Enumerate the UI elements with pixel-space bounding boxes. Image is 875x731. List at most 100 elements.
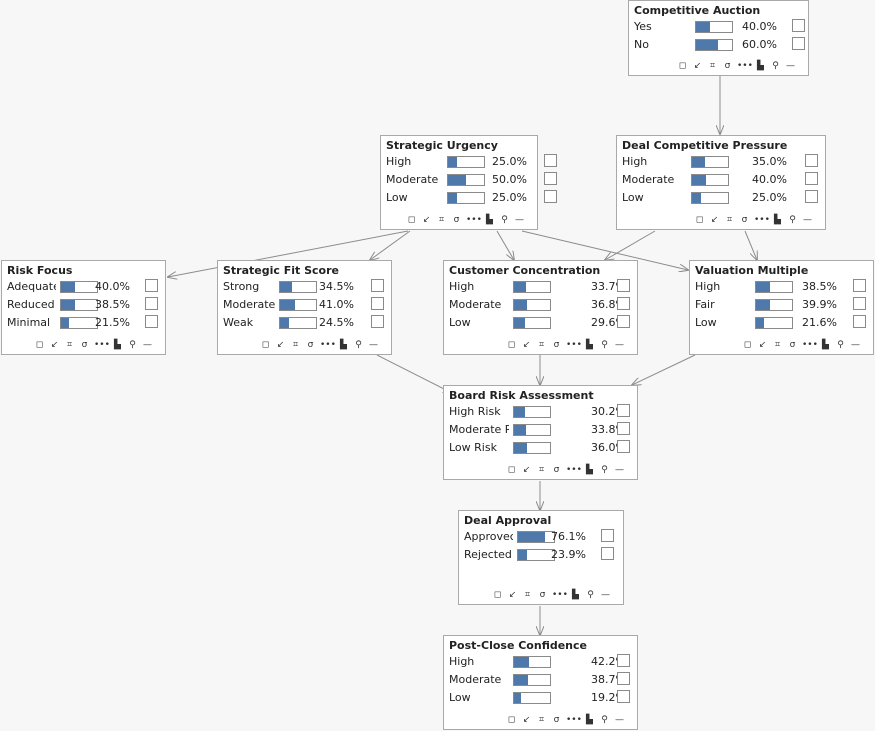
square-icon[interactable]: ◻ xyxy=(35,340,44,350)
evidence-checkbox[interactable] xyxy=(145,315,158,328)
minimize-icon[interactable]: — xyxy=(515,215,524,225)
evidence-checkbox[interactable] xyxy=(853,297,866,310)
square-icon[interactable]: ◻ xyxy=(743,340,752,350)
evidence-checkbox[interactable] xyxy=(617,422,630,435)
more-icon[interactable]: ••• xyxy=(566,465,582,475)
arrow-icon[interactable]: ↙ xyxy=(522,340,531,350)
hash-icon[interactable]: ⌗ xyxy=(292,340,299,350)
evidence-checkbox[interactable] xyxy=(617,279,630,292)
evidence-checkbox[interactable] xyxy=(805,190,818,203)
more-icon[interactable]: ••• xyxy=(94,340,110,350)
square-icon[interactable]: ◻ xyxy=(507,340,516,350)
square-icon[interactable]: ◻ xyxy=(695,215,704,225)
evidence-checkbox[interactable] xyxy=(371,279,384,292)
square-icon[interactable]: ◻ xyxy=(493,590,502,600)
more-icon[interactable]: ••• xyxy=(566,340,582,350)
histogram-icon[interactable]: ▙ xyxy=(822,340,829,350)
evidence-checkbox[interactable] xyxy=(617,654,630,667)
search-icon[interactable]: ⚲ xyxy=(601,465,608,475)
evidence-checkbox[interactable] xyxy=(805,172,818,185)
evidence-checkbox[interactable] xyxy=(601,547,614,560)
histogram-icon[interactable]: ▙ xyxy=(114,340,121,350)
search-icon[interactable]: ⚲ xyxy=(129,340,136,350)
histogram-icon[interactable]: ▙ xyxy=(572,590,579,600)
sigma-icon[interactable]: σ xyxy=(724,61,731,71)
arrow-icon[interactable]: ↙ xyxy=(50,340,59,350)
more-icon[interactable]: ••• xyxy=(466,215,482,225)
evidence-checkbox[interactable] xyxy=(617,440,630,453)
arrow-icon[interactable]: ↙ xyxy=(758,340,767,350)
evidence-checkbox[interactable] xyxy=(145,279,158,292)
histogram-icon[interactable]: ▙ xyxy=(486,215,493,225)
search-icon[interactable]: ⚲ xyxy=(789,215,796,225)
hash-icon[interactable]: ⌗ xyxy=(524,590,531,600)
evidence-checkbox[interactable] xyxy=(371,297,384,310)
hash-icon[interactable]: ⌗ xyxy=(538,715,545,725)
sigma-icon[interactable]: σ xyxy=(453,215,460,225)
sigma-icon[interactable]: σ xyxy=(553,465,560,475)
search-icon[interactable]: ⚲ xyxy=(501,215,508,225)
arrow-icon[interactable]: ↙ xyxy=(508,590,517,600)
hash-icon[interactable]: ⌗ xyxy=(774,340,781,350)
evidence-checkbox[interactable] xyxy=(544,172,557,185)
minimize-icon[interactable]: — xyxy=(615,715,624,725)
evidence-checkbox[interactable] xyxy=(601,529,614,542)
square-icon[interactable]: ◻ xyxy=(507,715,516,725)
sigma-icon[interactable]: σ xyxy=(539,590,546,600)
evidence-checkbox[interactable] xyxy=(617,297,630,310)
histogram-icon[interactable]: ▙ xyxy=(774,215,781,225)
square-icon[interactable]: ◻ xyxy=(407,215,416,225)
more-icon[interactable]: ••• xyxy=(320,340,336,350)
histogram-icon[interactable]: ▙ xyxy=(340,340,347,350)
histogram-icon[interactable]: ▙ xyxy=(586,340,593,350)
arrow-icon[interactable]: ↙ xyxy=(693,61,702,71)
hash-icon[interactable]: ⌗ xyxy=(709,61,716,71)
more-icon[interactable]: ••• xyxy=(754,215,770,225)
sigma-icon[interactable]: σ xyxy=(741,215,748,225)
minimize-icon[interactable]: — xyxy=(601,590,610,600)
arrow-icon[interactable]: ↙ xyxy=(276,340,285,350)
evidence-checkbox[interactable] xyxy=(145,297,158,310)
sigma-icon[interactable]: σ xyxy=(553,715,560,725)
sigma-icon[interactable]: σ xyxy=(307,340,314,350)
arrow-icon[interactable]: ↙ xyxy=(710,215,719,225)
more-icon[interactable]: ••• xyxy=(566,715,582,725)
evidence-checkbox[interactable] xyxy=(853,279,866,292)
minimize-icon[interactable]: — xyxy=(803,215,812,225)
search-icon[interactable]: ⚲ xyxy=(355,340,362,350)
hash-icon[interactable]: ⌗ xyxy=(726,215,733,225)
histogram-icon[interactable]: ▙ xyxy=(586,715,593,725)
hash-icon[interactable]: ⌗ xyxy=(538,465,545,475)
evidence-checkbox[interactable] xyxy=(617,315,630,328)
arrow-icon[interactable]: ↙ xyxy=(422,215,431,225)
evidence-checkbox[interactable] xyxy=(617,404,630,417)
histogram-icon[interactable]: ▙ xyxy=(757,61,764,71)
evidence-checkbox[interactable] xyxy=(617,690,630,703)
minimize-icon[interactable]: — xyxy=(369,340,378,350)
arrow-icon[interactable]: ↙ xyxy=(522,465,531,475)
evidence-checkbox[interactable] xyxy=(371,315,384,328)
evidence-checkbox[interactable] xyxy=(544,190,557,203)
minimize-icon[interactable]: — xyxy=(143,340,152,350)
search-icon[interactable]: ⚲ xyxy=(601,715,608,725)
evidence-checkbox[interactable] xyxy=(617,672,630,685)
square-icon[interactable]: ◻ xyxy=(261,340,270,350)
evidence-checkbox[interactable] xyxy=(544,154,557,167)
sigma-icon[interactable]: σ xyxy=(789,340,796,350)
minimize-icon[interactable]: — xyxy=(851,340,860,350)
search-icon[interactable]: ⚲ xyxy=(837,340,844,350)
more-icon[interactable]: ••• xyxy=(737,61,753,71)
minimize-icon[interactable]: — xyxy=(615,340,624,350)
arrow-icon[interactable]: ↙ xyxy=(522,715,531,725)
more-icon[interactable]: ••• xyxy=(552,590,568,600)
search-icon[interactable]: ⚲ xyxy=(772,61,779,71)
